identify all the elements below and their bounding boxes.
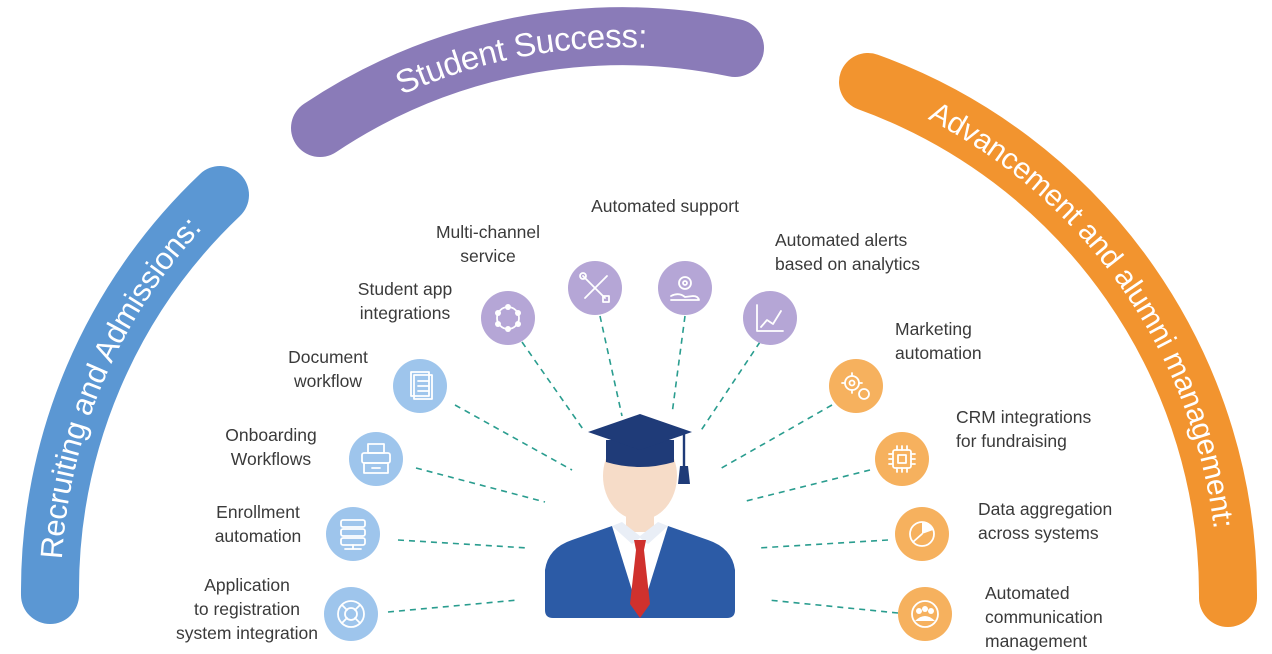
team-gear-node xyxy=(898,587,952,641)
icon-circle xyxy=(481,291,535,345)
tassel xyxy=(678,466,690,484)
document-icon xyxy=(410,371,433,400)
gears-icon xyxy=(841,372,870,400)
tie xyxy=(630,540,650,618)
gear-hand-node xyxy=(658,261,712,315)
icon-circle xyxy=(829,359,883,413)
icon-circle xyxy=(875,432,929,486)
gears-node xyxy=(829,359,883,413)
recruiting-arc xyxy=(20,166,249,624)
connector xyxy=(415,467,546,503)
printer-node xyxy=(349,432,403,486)
printer-icon xyxy=(361,443,391,474)
team-gear-icon xyxy=(911,600,939,628)
advancement-arc xyxy=(839,53,1258,627)
connector xyxy=(757,539,889,549)
icon-circle xyxy=(349,432,403,486)
icon-circle xyxy=(326,507,380,561)
chip-icon xyxy=(888,445,916,473)
server-icon xyxy=(340,519,366,550)
connector xyxy=(454,404,573,471)
cap-band xyxy=(606,440,674,467)
connector xyxy=(767,599,899,614)
connector xyxy=(521,341,586,433)
cap-board xyxy=(588,414,692,450)
connector xyxy=(387,599,519,613)
connector xyxy=(741,469,871,503)
line-chart-node xyxy=(743,291,797,345)
tools-node xyxy=(568,261,622,315)
icon-circle xyxy=(898,587,952,641)
gear-hand-icon xyxy=(670,276,700,301)
graduate-figure xyxy=(545,414,735,618)
collar xyxy=(612,522,668,544)
success-arc xyxy=(291,7,764,157)
pie-chart-node xyxy=(895,507,949,561)
item-label-automated-support: Automated support xyxy=(591,196,739,216)
icon-circle xyxy=(743,291,797,345)
lifebuoy-icon xyxy=(337,600,365,628)
pie-chart-icon xyxy=(909,521,935,547)
network-icon xyxy=(495,304,521,332)
line-chart-icon xyxy=(756,304,784,332)
network-node xyxy=(481,291,535,345)
icon-circle xyxy=(324,587,378,641)
document-node xyxy=(393,359,447,413)
tools-icon xyxy=(579,272,610,303)
server-node xyxy=(326,507,380,561)
connector xyxy=(599,315,623,417)
connector xyxy=(671,315,686,415)
connector xyxy=(699,341,761,433)
chip-node xyxy=(875,432,929,486)
connector xyxy=(717,404,833,471)
icon-circle xyxy=(658,261,712,315)
connectors xyxy=(387,315,899,614)
connector xyxy=(397,539,529,549)
lifebuoy-node xyxy=(324,587,378,641)
